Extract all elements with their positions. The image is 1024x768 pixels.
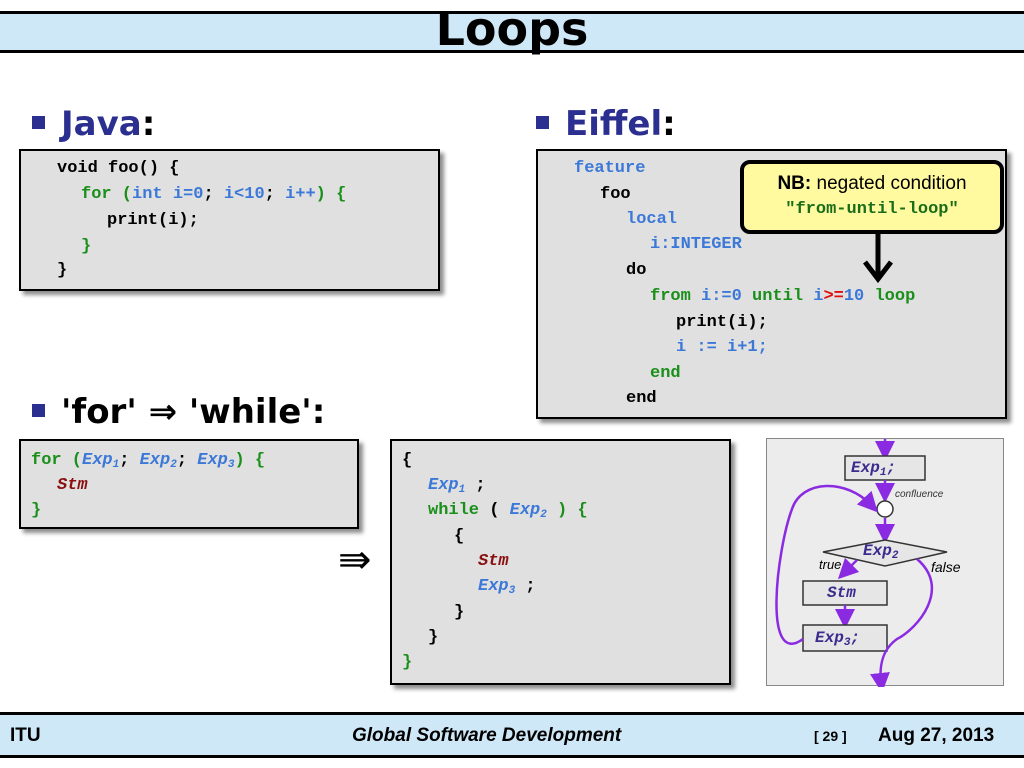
implies-arrow-icon: ⇛ <box>338 537 372 583</box>
code-line: foo <box>600 185 631 204</box>
bullet-square-icon <box>536 116 549 129</box>
bullet-java-label: Java <box>61 104 142 144</box>
bullet-eiffel: Eiffel: <box>536 104 676 144</box>
footer-course-title: Global Software Development <box>352 725 622 746</box>
for-code-box: for (Exp1; Exp2; Exp3) { Stm } <box>19 439 359 529</box>
code-line: } <box>402 653 413 672</box>
bullet-colon: : <box>141 104 156 144</box>
bullet-for-while-label: 'for' ⇒ 'while': <box>61 392 326 432</box>
nb-callout: NB: negated condition "from-until-loop" <box>740 160 1004 234</box>
bullet-colon: : <box>662 104 676 144</box>
flow-true-label: true <box>819 557 842 572</box>
code-line: feature <box>574 159 646 178</box>
flowchart-graphic <box>775 439 948 687</box>
bullet-for-while: 'for' ⇒ 'while': <box>32 392 325 432</box>
while-code-box: { Exp1 ; while ( Exp2 ) { { Stm Exp3 ; }… <box>390 439 731 685</box>
code-line: while ( Exp2 ) { <box>428 501 588 521</box>
flow-exp1: Exp1; <box>851 459 897 479</box>
code-line: } <box>31 501 42 520</box>
footer-date: Aug 27, 2013 <box>878 725 995 746</box>
code-line: print(i); <box>676 313 768 332</box>
code-line: i:INTEGER <box>650 235 742 254</box>
code-line: { <box>454 527 465 546</box>
bullet-square-icon <box>32 116 45 129</box>
footer-bar: ITU Global Software Development [ 29 ] A… <box>0 712 1024 758</box>
bullet-java: Java: <box>32 104 155 144</box>
code-line: Stm <box>478 552 509 571</box>
flow-false-label: false <box>931 559 961 575</box>
code-line: from i:=0 until i>=10 loop <box>650 287 916 306</box>
code-line: } <box>81 237 92 256</box>
code-line: void foo() { <box>57 159 180 178</box>
bullet-eiffel-label: Eiffel <box>565 104 663 144</box>
footer-page-number: [ 29 ] <box>814 728 847 744</box>
code-line: } <box>454 603 465 622</box>
code-line: Exp3 ; <box>478 577 536 597</box>
java-code-box: void foo() { for (int i=0; i<10; i++) { … <box>19 149 440 291</box>
nb-code: "from-until-loop" <box>785 200 959 219</box>
code-line: } <box>57 261 68 280</box>
down-arrow-icon <box>863 234 893 284</box>
code-line: end <box>626 389 657 408</box>
flowchart-panel: Exp1; confluence Exp2 true false Stm Exp… <box>766 438 1004 687</box>
flow-stm: Stm <box>827 584 856 602</box>
footer-org: ITU <box>10 725 41 746</box>
code-line: end <box>650 364 681 383</box>
code-line: for (int i=0; i<10; i++) { <box>81 185 347 204</box>
code-line: { <box>402 451 413 470</box>
code-line: } <box>428 628 439 647</box>
code-line: local <box>626 210 678 229</box>
bullet-square-icon <box>32 404 45 417</box>
code-line: Exp1 ; <box>428 476 486 496</box>
code-line: i := i+1; <box>676 338 768 357</box>
code-line: for (Exp1; Exp2; Exp3) { <box>31 451 266 471</box>
slide-title: Loops <box>435 2 589 56</box>
nb-text: NB: negated condition <box>777 173 967 194</box>
code-line: print(i); <box>107 211 199 230</box>
code-line: Stm <box>57 476 88 495</box>
flow-exp3: Exp3; <box>815 629 861 649</box>
code-line: do <box>626 261 647 280</box>
flow-confluence-label: confluence <box>895 489 944 500</box>
title-bar: Loops <box>0 2 1024 56</box>
flow-exp2: Exp2 <box>863 542 899 562</box>
